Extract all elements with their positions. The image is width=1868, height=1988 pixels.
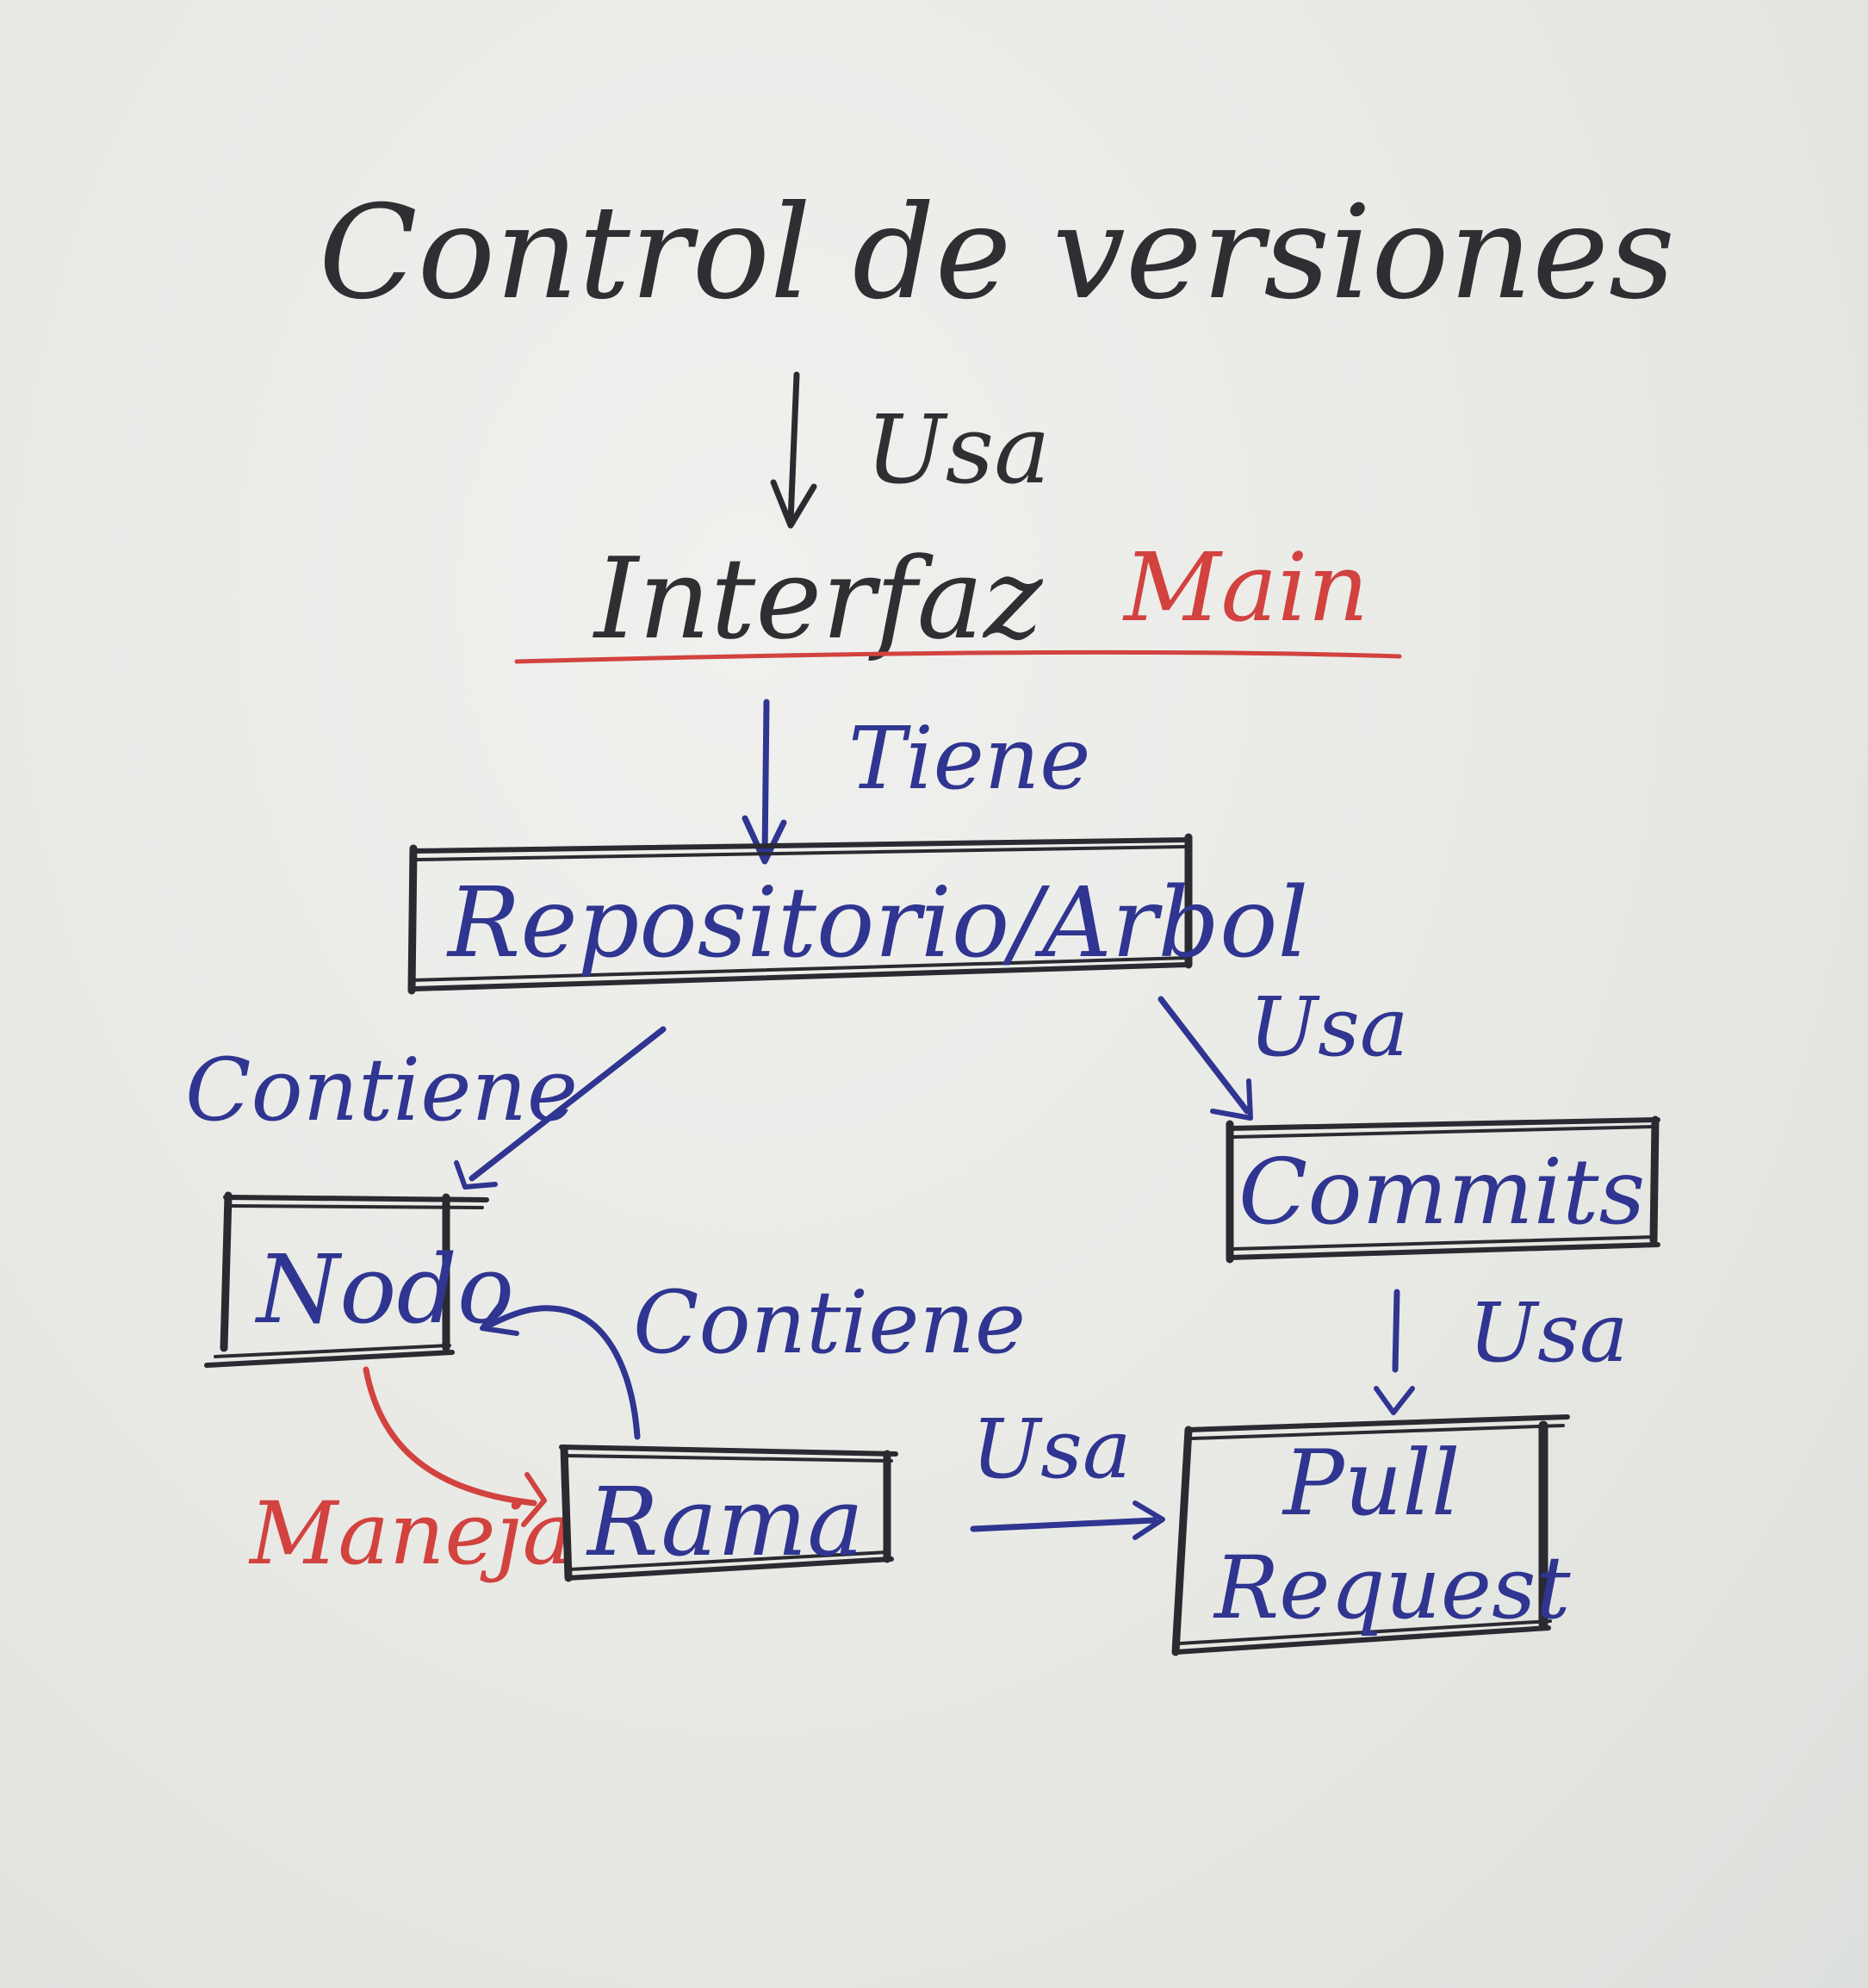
node-repositorio-label: Repositorio/Arbol	[446, 867, 1308, 979]
edge-label-contiene-repo: Contiene	[185, 1040, 578, 1140]
edge-label-usa-title: Usa	[866, 394, 1051, 505]
interface-label: Interfaz	[593, 533, 1044, 664]
node-repositorio: Repositorio/Arbol	[407, 833, 1308, 995]
edge-label-usa-pr: Usa	[1468, 1286, 1628, 1381]
edge-label-maneja: Maneja	[248, 1483, 574, 1584]
node-commits: Commits	[1226, 1115, 1660, 1264]
interface-underline	[514, 649, 1402, 664]
edge-label-tiene: Tiene	[848, 708, 1090, 809]
arrow-rama-to-nodo	[480, 1294, 641, 1440]
node-nodo: Nodo	[204, 1191, 514, 1368]
arrow-repo-to-commits	[1157, 996, 1253, 1121]
node-commits-label: Commits	[1238, 1140, 1645, 1245]
node-pull-request: Pull Request	[1171, 1414, 1571, 1656]
node-nodo-label: Nodo	[254, 1234, 514, 1345]
arrow-commits-to-pr	[1374, 1289, 1415, 1415]
main-branch-label: Main	[1122, 532, 1368, 643]
arrow-nodo-to-rama	[363, 1366, 547, 1527]
arrow-repo-to-nodo	[454, 1026, 667, 1190]
node-pull-request-line2: Request	[1213, 1538, 1571, 1638]
node-pull-request-line1: Pull	[1282, 1431, 1460, 1536]
arrow-title-to-interface	[770, 371, 817, 529]
diagram-title: Control de versiones	[319, 178, 1675, 328]
edge-label-usa-rama: Usa	[971, 1402, 1131, 1497]
arrow-rama-to-pr	[970, 1500, 1165, 1540]
edge-label-contiene-rama: Contiene	[633, 1272, 1026, 1373]
node-rama-label: Rama	[586, 1467, 864, 1577]
edge-label-usa-commits: Usa	[1249, 980, 1408, 1075]
arrow-interface-to-repo	[742, 699, 787, 865]
node-rama: Rama	[559, 1444, 898, 1582]
